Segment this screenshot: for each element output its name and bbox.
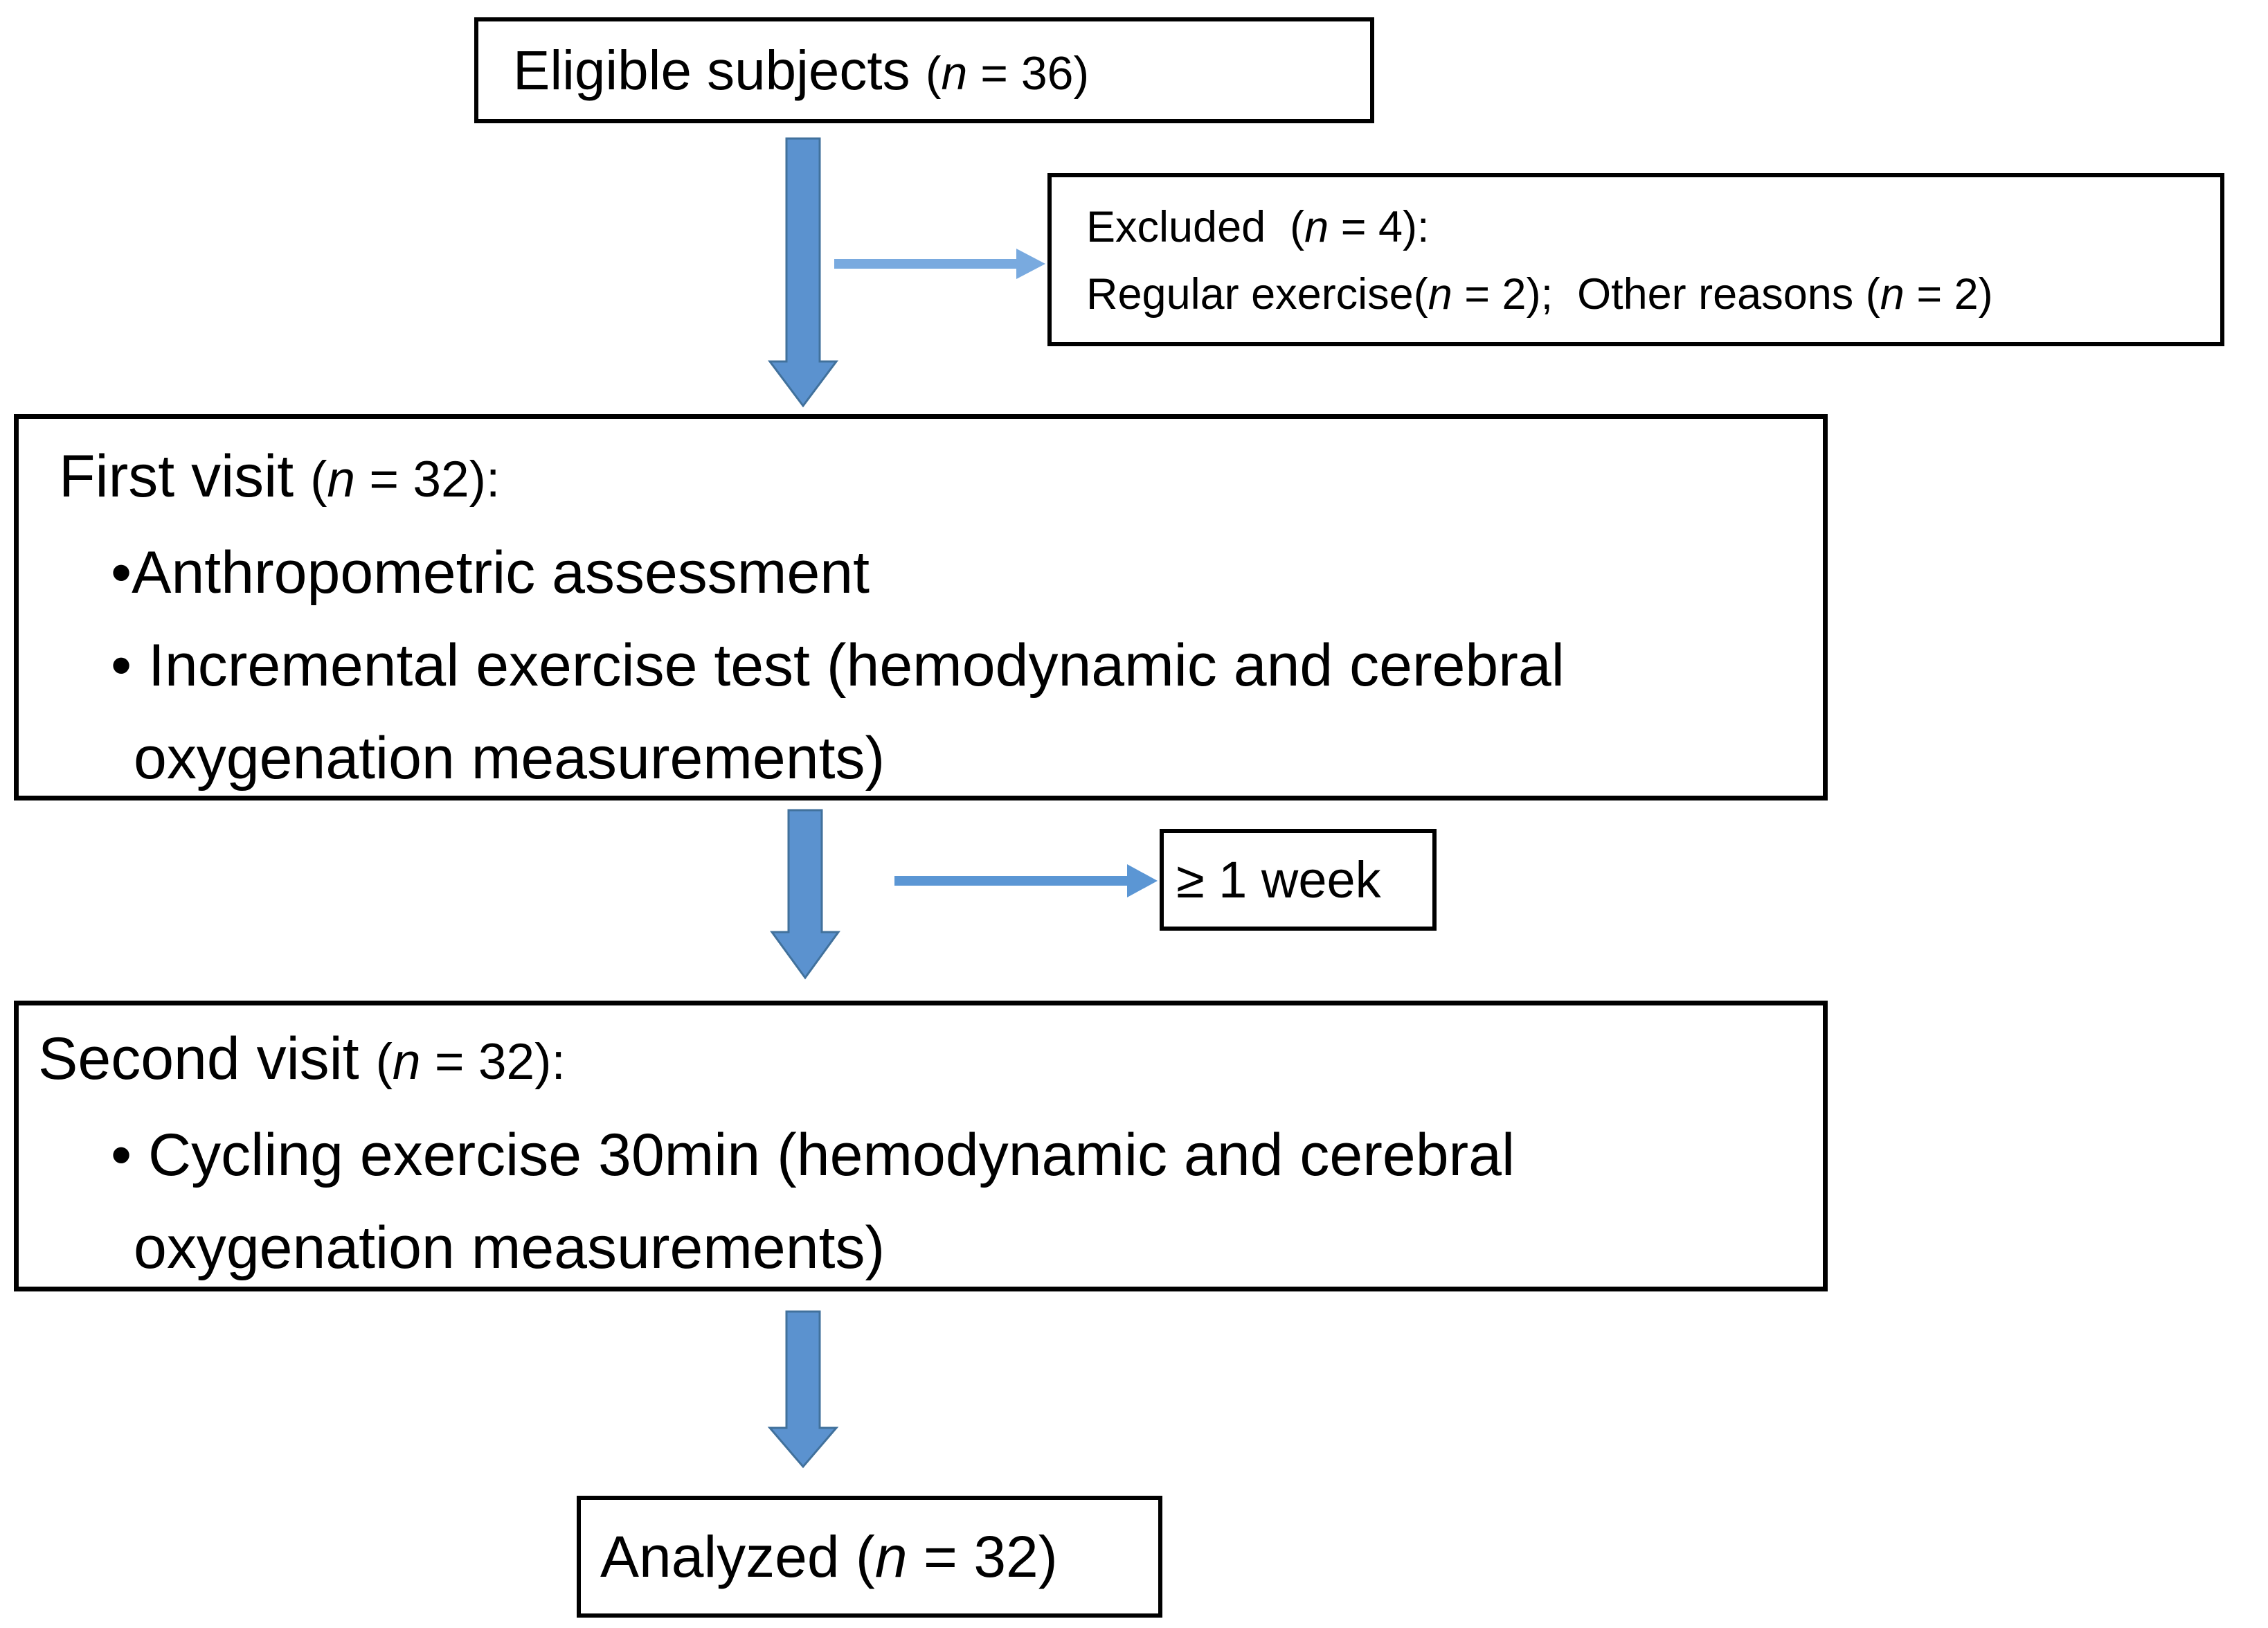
text-segment: ≥ 1 week	[1176, 851, 1381, 909]
text-segment: n	[1880, 270, 1905, 319]
text-segment: Excluded (	[1086, 203, 1305, 251]
right-arrow-excluded	[834, 249, 1045, 279]
box-eligible-subjects: Eligible subjects (n = 36)	[474, 17, 1374, 123]
text-segment: = 36)	[967, 46, 1090, 100]
text-segment: n	[327, 451, 356, 508]
box-excluded: Excluded (n = 4): Regular exercise(n = 2…	[1047, 173, 2224, 346]
text-segment: Analyzed (	[600, 1523, 875, 1589]
first-visit-title: First visit (n = 32):	[59, 430, 1823, 526]
text-segment: (	[925, 46, 942, 100]
text-segment: (	[310, 451, 327, 508]
down-block-arrow-2	[770, 809, 840, 980]
first-visit-bullet-incremental-cont: oxygenation measurements)	[134, 712, 1823, 805]
first-visit-bullet-incremental: • Incremental exercise test (hemodynamic…	[111, 619, 1823, 712]
second-visit-bullet-cycling-cont: oxygenation measurements)	[134, 1201, 1823, 1294]
box-analyzed: Analyzed (n = 32)	[577, 1496, 1162, 1618]
text-segment: Second visit	[38, 1026, 376, 1092]
excluded-title: Excluded (n = 4):	[1086, 194, 2220, 261]
second-visit-bullet-cycling: • Cycling exercise 30min (hemodynamic an…	[111, 1109, 1823, 1201]
text-segment: n	[941, 46, 968, 100]
text-segment: (	[375, 1034, 393, 1090]
text-segment: •Anthropometric assessment	[111, 539, 870, 606]
box-first-visit: First visit (n = 32): •Anthropometric as…	[14, 414, 1828, 800]
week-interval-label: ≥ 1 week	[1176, 850, 1381, 909]
right-arrow-week	[894, 864, 1158, 897]
text-segment: First visit	[59, 443, 311, 510]
text-segment: Regular exercise(	[1086, 270, 1428, 319]
text-segment: n	[1304, 203, 1329, 251]
text-segment: Eligible subjects	[513, 39, 926, 101]
text-segment: n	[1428, 270, 1452, 319]
box-week-interval: ≥ 1 week	[1160, 829, 1437, 931]
text-segment: = 2)	[1904, 270, 1993, 319]
first-visit-bullet-anthropometric: •Anthropometric assessment	[111, 526, 1823, 619]
text-segment: oxygenation measurements)	[134, 725, 885, 791]
text-segment: • Incremental exercise test (hemodynamic…	[111, 632, 1565, 699]
text-segment: n	[392, 1034, 421, 1090]
second-visit-title: Second visit (n = 32):	[38, 1012, 1823, 1109]
down-block-arrow-1	[768, 137, 838, 408]
text-segment: = 32)	[907, 1523, 1058, 1589]
box-second-visit: Second visit (n = 32): • Cycling exercis…	[14, 1001, 1828, 1291]
text-segment: oxygenation measurements)	[134, 1215, 885, 1281]
down-block-arrow-3	[767, 1310, 839, 1469]
text-segment: = 32):	[420, 1034, 566, 1090]
excluded-reasons: Regular exercise(n = 2); Other reasons (…	[1086, 261, 2220, 328]
eligible-subjects-label: Eligible subjects (n = 36)	[513, 39, 1089, 102]
text-segment: n	[874, 1523, 908, 1589]
text-segment: = 32):	[355, 451, 501, 508]
text-segment: = 2); Other reasons (	[1452, 270, 1880, 319]
analyzed-label: Analyzed (n = 32)	[600, 1523, 1058, 1591]
text-segment: • Cycling exercise 30min (hemodynamic an…	[111, 1122, 1515, 1188]
text-segment: = 4):	[1329, 203, 1430, 251]
